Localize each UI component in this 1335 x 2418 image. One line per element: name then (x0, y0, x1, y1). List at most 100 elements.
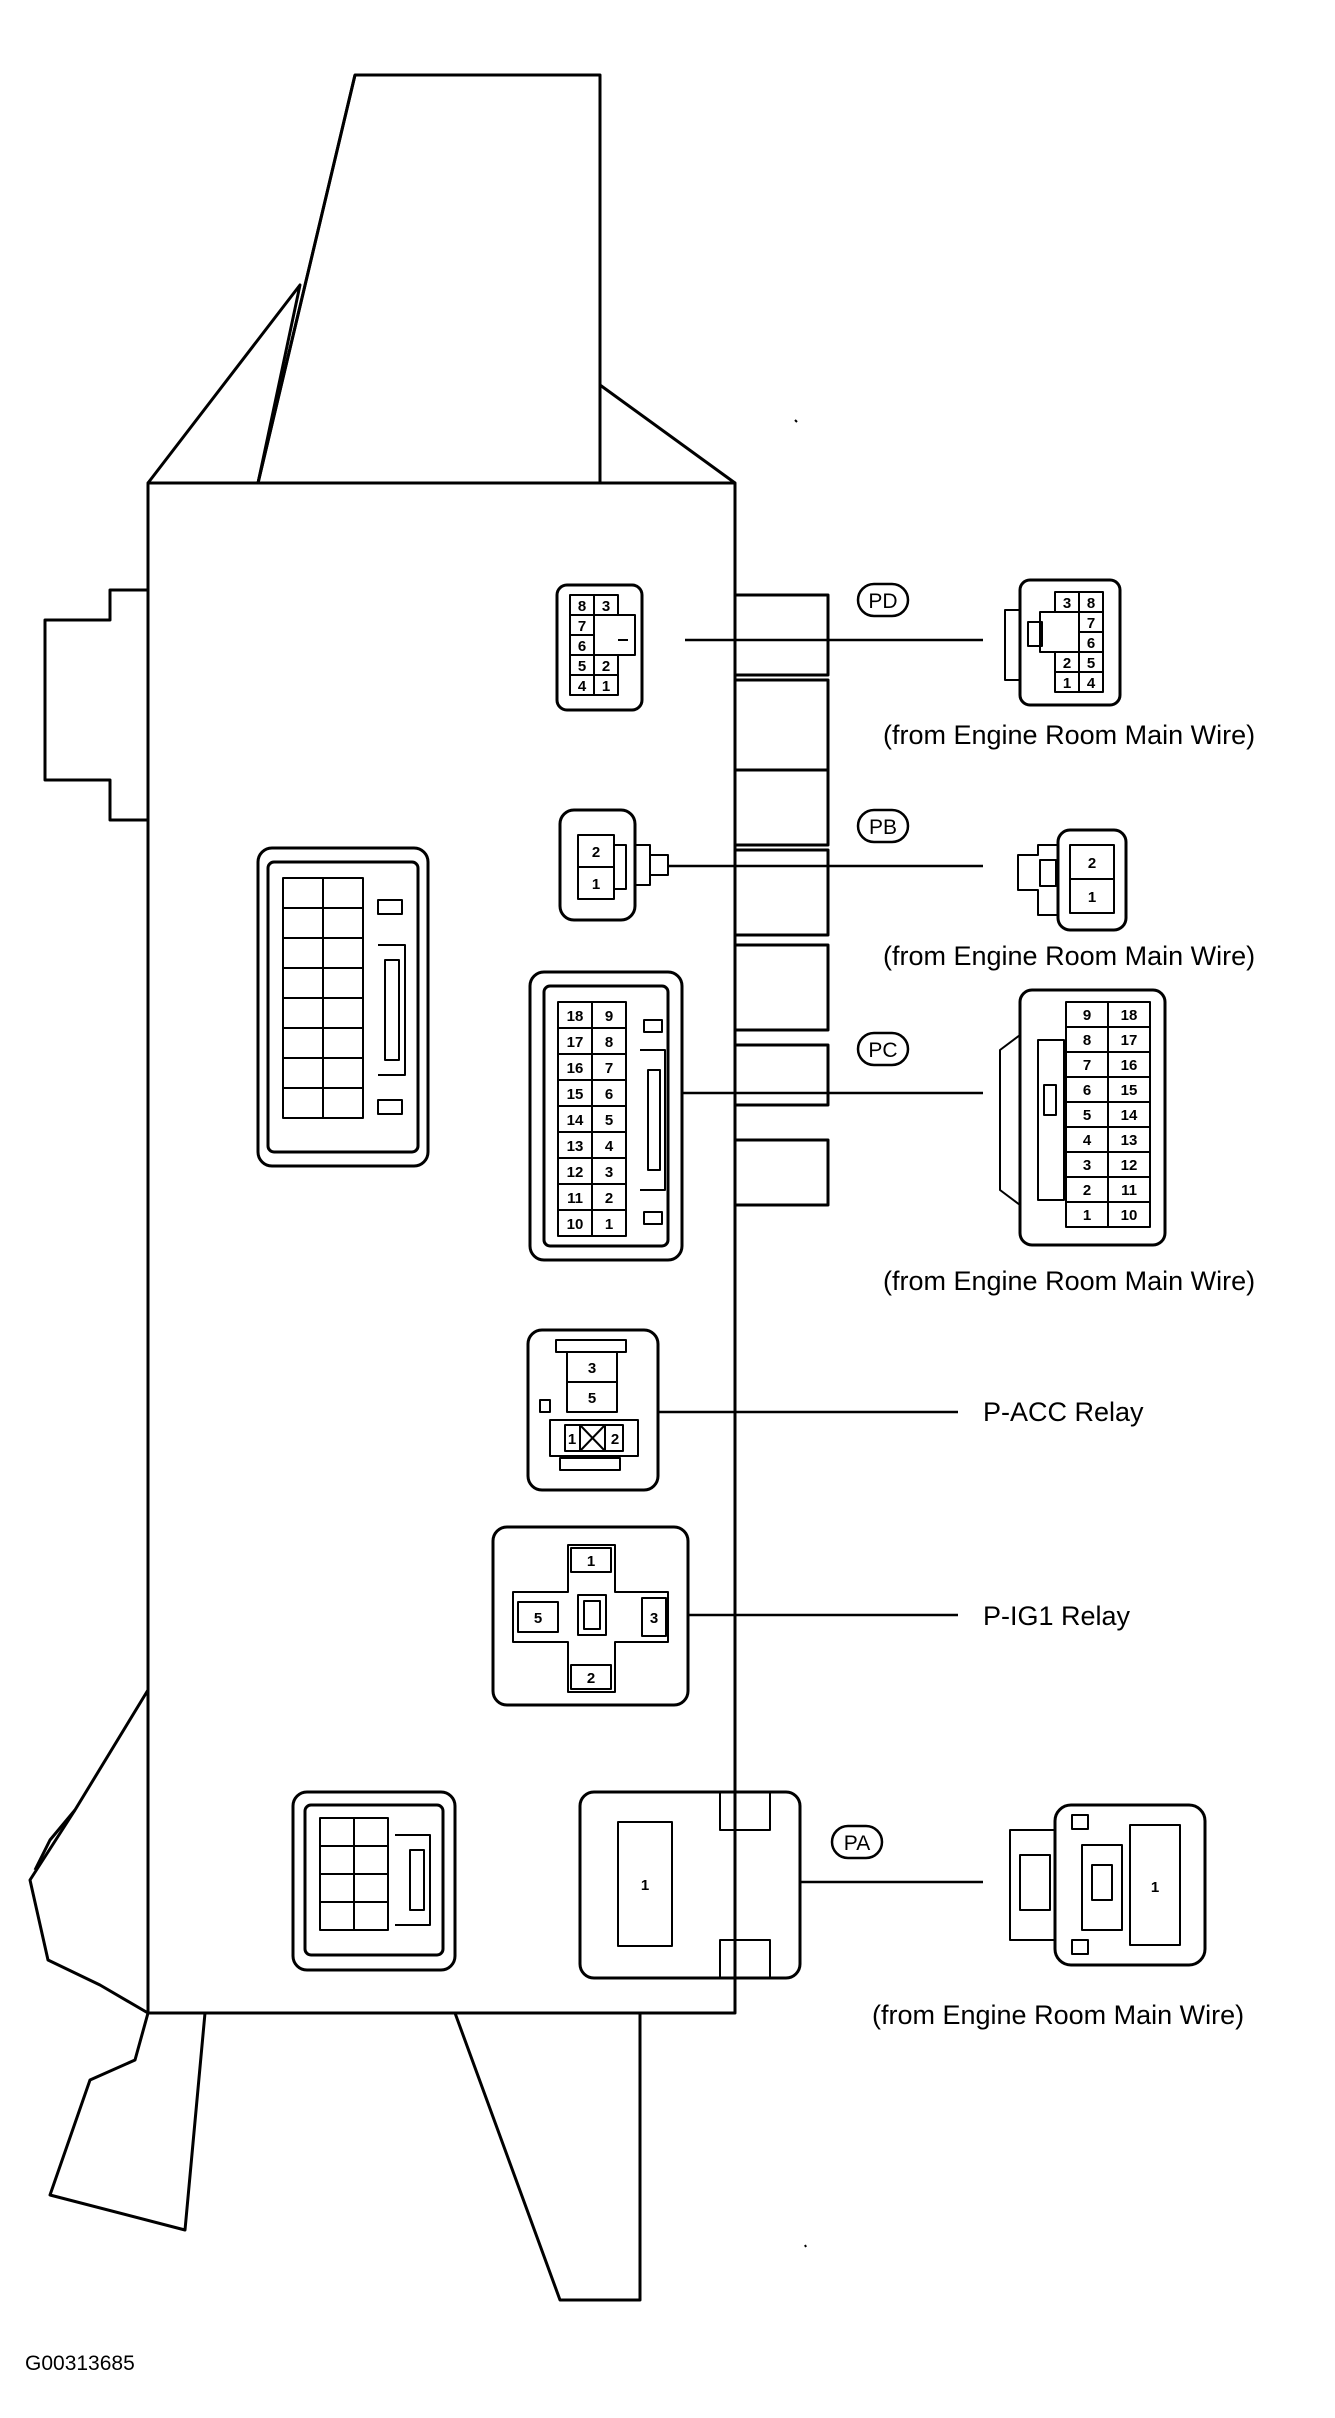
pd-box-pin: 7 (578, 618, 586, 635)
pd-wire-pin: 4 (1087, 675, 1096, 692)
pd-wire-pin: 6 (1087, 635, 1095, 652)
pc-box-pin: 18 (567, 1008, 584, 1025)
unlabeled-connector-left (256, 846, 430, 1168)
pc-box-pin: 14 (567, 1112, 584, 1129)
pc-wire-pin: 2 (1083, 1182, 1091, 1199)
pc-wire-pin: 12 (1121, 1157, 1138, 1174)
p-ig1-pin: 1 (587, 1553, 595, 1570)
bottom-foot-right (453, 2012, 642, 2302)
pd-wire-pin: 8 (1087, 595, 1095, 612)
pc-box-pin: 1 (605, 1216, 613, 1233)
bottom-foot-left (48, 2012, 207, 2232)
pc-wire-pin: 18 (1121, 1007, 1138, 1024)
pc-wire-pin: 5 (1083, 1107, 1091, 1124)
pd-box-pin: 2 (602, 658, 610, 675)
pb-wire-connector: 2 1 (1017, 828, 1128, 932)
p-ig1-pin: 3 (650, 1610, 658, 1627)
pd-wire-connector: 3 8 7 6 2 5 1 4 (1004, 578, 1122, 707)
p-acc-pin: 3 (588, 1360, 596, 1377)
pd-caption: (from Engine Room Main Wire) (883, 720, 1255, 750)
pd-box-pin: 3 (602, 598, 610, 615)
pc-wire-pin: 16 (1121, 1057, 1138, 1074)
p-acc-pin: 5 (588, 1390, 596, 1407)
pb-wire-pin: 1 (1088, 889, 1096, 906)
pc-box-pin: 2 (605, 1190, 613, 1207)
pa-tag: PA (844, 1832, 870, 1855)
pc-box-pin: 5 (605, 1112, 613, 1129)
pd-box-pin: 1 (602, 678, 610, 695)
pc-box-pin: 9 (605, 1008, 613, 1025)
figure-id: G00313685 (25, 2352, 135, 2375)
pb-caption: (from Engine Room Main Wire) (883, 941, 1255, 971)
pc-caption: (from Engine Room Main Wire) (883, 1266, 1255, 1296)
p-ig1-relay-socket: 1 5 3 2 (491, 1525, 690, 1707)
p-ig1-pin: 5 (534, 1610, 542, 1627)
pa-box-pin: 1 (641, 1877, 649, 1894)
pd-box-connector: 8 3 7 6 5 2 4 1 (555, 583, 644, 712)
pc-tag: PC (868, 1039, 897, 1062)
pa-wire-pin: 1 (1151, 1879, 1159, 1896)
pb-box-pin: 2 (592, 844, 600, 861)
p-ig1-pin: 2 (587, 1670, 595, 1687)
pb-tag: PB (869, 816, 897, 839)
pd-tag-bubble (856, 582, 910, 618)
pc-box-pin: 13 (567, 1138, 584, 1155)
pa-tag-bubble (830, 1824, 884, 1860)
pd-wire-pin: 3 (1063, 595, 1071, 612)
pa-caption: (from Engine Room Main Wire) (872, 2000, 1244, 2030)
pc-box-pin: 4 (605, 1138, 614, 1155)
p-acc-pin: 2 (611, 1431, 619, 1448)
pd-box-pin: 4 (578, 678, 587, 695)
pc-box-pin: 11 (567, 1190, 583, 1207)
p-acc-relay-label: P-ACC Relay (983, 1397, 1144, 1427)
pc-wire-pin: 13 (1121, 1132, 1138, 1149)
pc-wire-pin: 9 (1083, 1007, 1091, 1024)
pc-box-pin: 12 (567, 1164, 584, 1181)
pd-wire-pin: 2 (1063, 655, 1071, 672)
pc-wire-pin: 8 (1083, 1032, 1091, 1049)
p-ig1-relay-label: P-IG1 Relay (983, 1601, 1131, 1631)
pc-wire-pin: 4 (1083, 1132, 1092, 1149)
unlabeled-connector-bottom (291, 1790, 457, 1972)
top-prism (256, 73, 602, 485)
pb-wire-pin: 2 (1088, 855, 1096, 872)
pc-wire-pin: 11 (1121, 1182, 1137, 1199)
pc-box-pin: 16 (567, 1060, 584, 1077)
block-body (146, 481, 737, 2015)
left-tab-upper (43, 588, 148, 822)
side-slots (735, 593, 830, 1207)
pa-wire-connector: 1 (1009, 1803, 1207, 1967)
pa-box-connector: 1 (578, 1790, 802, 1980)
pd-box-pin: 5 (578, 658, 586, 675)
pc-wire-pin: 3 (1083, 1157, 1091, 1174)
pc-wire-pin: 7 (1083, 1057, 1091, 1074)
pd-box-pin: 6 (578, 638, 586, 655)
pd-wire-pin: 7 (1087, 615, 1095, 632)
pc-tag-bubble (856, 1031, 910, 1067)
pc-box-pin: 8 (605, 1034, 613, 1051)
pd-box-pin: 8 (578, 598, 586, 615)
pc-wire-pin: 17 (1121, 1032, 1138, 1049)
pb-box-pin: 1 (592, 876, 600, 893)
pc-box-pin: 7 (605, 1060, 613, 1077)
p-acc-relay-socket: 3 5 1 2 (526, 1328, 660, 1492)
pc-box-pin: 15 (567, 1086, 584, 1103)
pc-wire-connector (999, 988, 1167, 1247)
pb-tag-bubble (856, 808, 910, 844)
pd-wire-pin: 1 (1063, 675, 1071, 692)
pc-wire-pin: 14 (1121, 1107, 1138, 1124)
pc-box-pin: 3 (605, 1164, 613, 1181)
p-acc-pin: 1 (568, 1431, 576, 1448)
pb-box-connector: 2 1 (558, 808, 669, 922)
pc-box-pin: 17 (567, 1034, 584, 1051)
pc-wire-pin: 15 (1121, 1082, 1138, 1099)
pc-wire-pin: 10 (1121, 1207, 1138, 1224)
left-bracket (28, 1689, 150, 2015)
pd-tag: PD (868, 590, 897, 613)
block-outline (28, 73, 807, 2302)
pc-wire-pin: 6 (1083, 1082, 1091, 1099)
pc-wire-pin: 1 (1083, 1207, 1091, 1224)
pd-wire-pin: 5 (1087, 655, 1095, 672)
